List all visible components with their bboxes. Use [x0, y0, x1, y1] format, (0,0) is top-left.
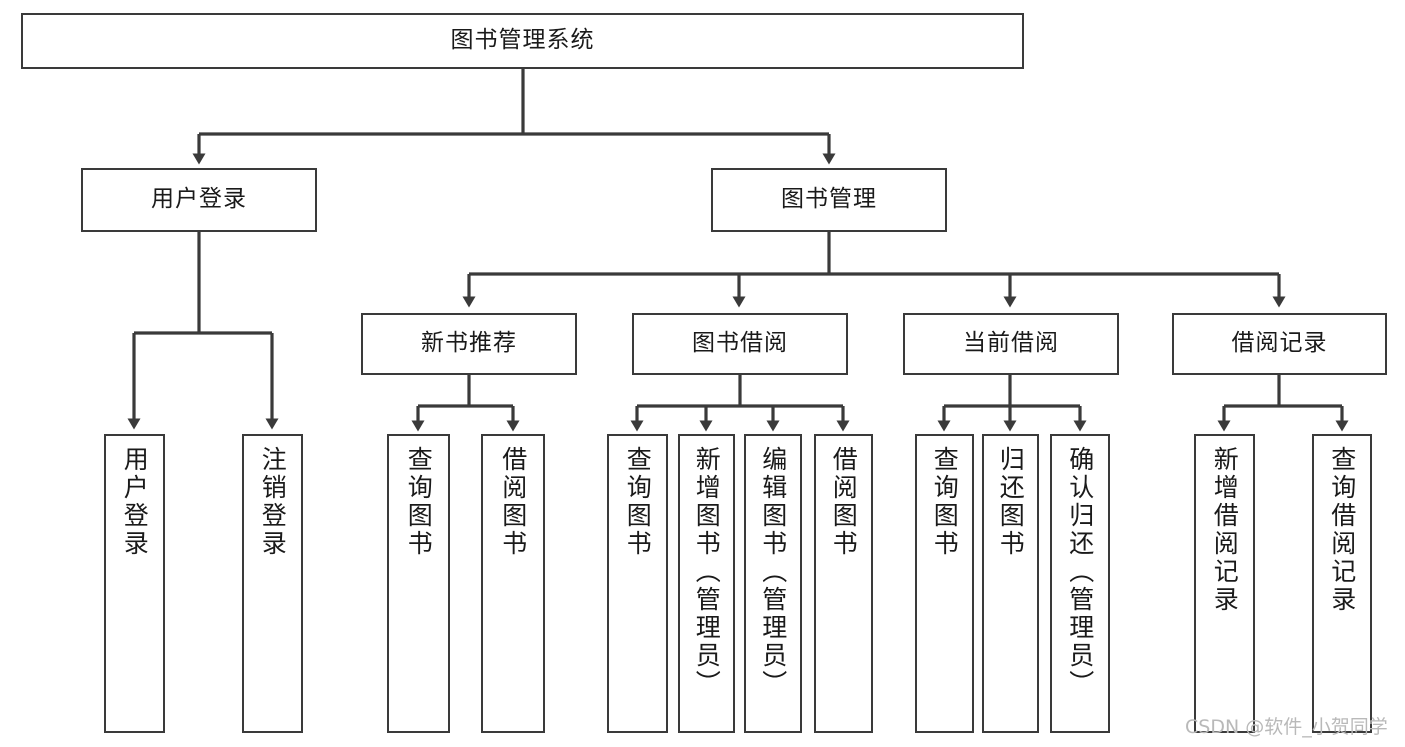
node-label: 编辑图书（管理员） [758, 446, 788, 698]
node-label: 归还图书 [996, 446, 1026, 558]
node-label: 查询图书 [930, 446, 960, 558]
node-label: 用户登录 [151, 186, 247, 213]
node-label: 图书借阅 [692, 330, 788, 357]
node-label: 查询借阅记录 [1327, 446, 1357, 614]
node-label: 新增图书（管理员） [692, 446, 722, 698]
node-label: 用户登录 [120, 446, 150, 558]
node-label: 查询图书 [623, 446, 653, 558]
node-user-login[interactable]: 用户登录 [81, 168, 317, 232]
node-label: 借阅图书 [498, 446, 528, 558]
node-book-borrow[interactable]: 图书借阅 [632, 313, 848, 375]
leaf-confirm-return[interactable]: 确认归还（管理员） [1050, 434, 1110, 733]
leaf-query-record[interactable]: 查询借阅记录 [1312, 434, 1372, 733]
node-label: 注销登录 [258, 446, 288, 558]
watermark: CSDN @软件_小贺同学 [1185, 716, 1388, 738]
leaf-borrow-book-1[interactable]: 借阅图书 [481, 434, 545, 733]
node-current-borrow[interactable]: 当前借阅 [903, 313, 1119, 375]
node-label: 新增借阅记录 [1210, 446, 1240, 614]
node-label: 查询图书 [404, 446, 434, 558]
leaf-add-record[interactable]: 新增借阅记录 [1194, 434, 1255, 733]
leaf-query-book-2[interactable]: 查询图书 [607, 434, 668, 733]
node-label: 新书推荐 [421, 330, 517, 357]
node-label: 借阅记录 [1231, 330, 1328, 357]
node-label: 图书管理系统 [450, 27, 595, 54]
node-root[interactable]: 图书管理系统 [21, 13, 1024, 69]
node-label: 借阅图书 [829, 446, 859, 558]
node-label: 当前借阅 [963, 330, 1059, 357]
leaf-borrow-book-2[interactable]: 借阅图书 [814, 434, 873, 733]
node-label: 图书管理 [781, 186, 877, 213]
node-book-manage[interactable]: 图书管理 [711, 168, 947, 232]
leaf-logout[interactable]: 注销登录 [242, 434, 303, 733]
leaf-edit-book[interactable]: 编辑图书（管理员） [744, 434, 802, 733]
node-borrow-record[interactable]: 借阅记录 [1172, 313, 1387, 375]
leaf-query-book-1[interactable]: 查询图书 [387, 434, 450, 733]
leaf-query-book-3[interactable]: 查询图书 [915, 434, 974, 733]
leaf-user-login[interactable]: 用户登录 [104, 434, 165, 733]
leaf-return-book[interactable]: 归还图书 [982, 434, 1039, 733]
leaf-add-book[interactable]: 新增图书（管理员） [678, 434, 735, 733]
node-label: 确认归还（管理员） [1065, 446, 1095, 698]
node-new-book-rec[interactable]: 新书推荐 [361, 313, 577, 375]
